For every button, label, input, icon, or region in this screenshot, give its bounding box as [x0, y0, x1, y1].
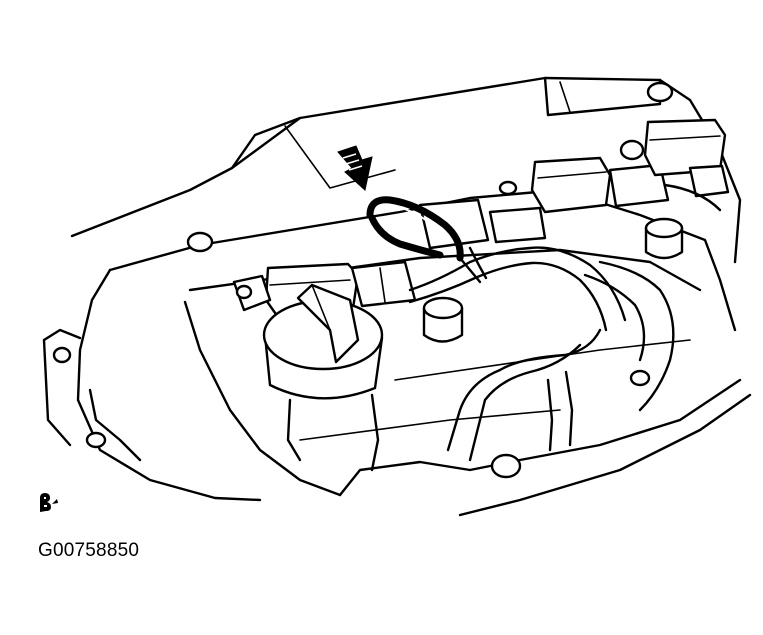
ignition-coil-2 [418, 180, 547, 250]
reference-symbol-icon [40, 493, 58, 512]
wiring-harness [408, 183, 722, 462]
engine-illustration [42, 76, 752, 517]
figure-id-label: G00758850 [38, 540, 140, 561]
plug-tubes [422, 217, 684, 343]
oil-filler-cap [262, 283, 384, 472]
highlighted-connector-wire [366, 196, 464, 262]
cover-bolts [52, 81, 674, 479]
ignition-coil-4 [643, 118, 730, 198]
cam-cover [42, 188, 752, 517]
cylinder-head-rear [70, 76, 742, 264]
indicator-arrow-icon [337, 145, 373, 191]
ignition-coil-3 [530, 156, 670, 214]
